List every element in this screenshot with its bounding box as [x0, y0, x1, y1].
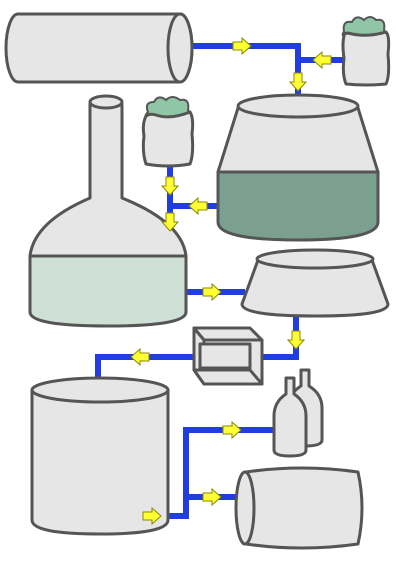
flow-arrow-icon	[188, 196, 208, 216]
flow-arrows	[130, 36, 332, 526]
flow-arrow-icon	[160, 176, 180, 196]
fermentation-tank-icon	[30, 376, 170, 536]
flow-arrow-icon	[142, 506, 162, 526]
hops-sack-icon	[141, 96, 195, 168]
malt-sack-icon	[341, 16, 391, 87]
grain-storage-silo-icon	[4, 12, 194, 84]
flow-arrow-icon	[286, 330, 306, 350]
flow-arrow-icon	[202, 282, 222, 302]
flow-arrow-icon	[232, 36, 252, 56]
bottles-icon	[272, 368, 324, 458]
lauter-tun-icon	[240, 248, 390, 318]
flow-arrow-icon	[202, 487, 222, 507]
flow-arrow-icon	[222, 420, 242, 440]
flow-arrow-icon	[312, 50, 332, 70]
mash-tun-icon	[28, 94, 188, 328]
flow-arrow-icon	[160, 212, 180, 232]
brew-kettle-icon	[216, 93, 380, 242]
pipe-silo-to-kettle	[185, 43, 301, 103]
pipe-lauter-to-exchanger	[259, 315, 299, 360]
barrel-icon	[234, 466, 364, 550]
heat-exchanger-icon	[192, 326, 264, 386]
flow-arrow-icon	[288, 72, 308, 92]
flow-arrow-icon	[130, 347, 150, 367]
